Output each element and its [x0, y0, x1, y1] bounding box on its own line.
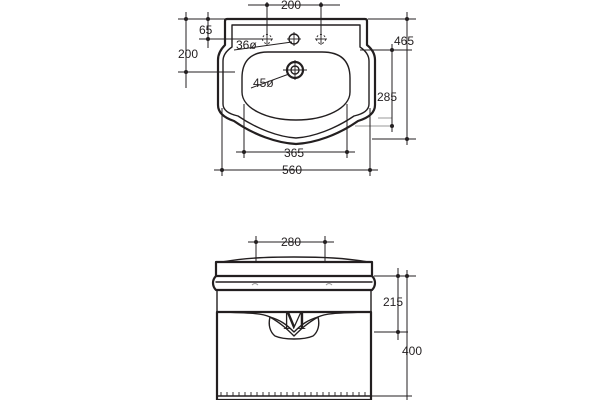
front-logo-cartouche: [268, 316, 320, 340]
dim-tap-hole-label: 36ø: [236, 38, 257, 52]
dim-tap-hole: 36ø: [233, 38, 293, 52]
front-top-rim-curve: [221, 256, 369, 263]
dim-overall-depth-label: 465: [394, 34, 414, 48]
dim-bowl-depth: 285: [360, 44, 412, 132]
basin-bowl: [241, 51, 351, 121]
dim-edge-to-tap: 65: [199, 12, 262, 48]
dim-overall-width: 560: [214, 108, 378, 177]
front-top-rim: [214, 260, 374, 278]
front-pedestal: [215, 310, 373, 400]
dim-waste-hole-label: 45ø: [253, 76, 274, 90]
dim-overall-depth: 465: [368, 12, 416, 145]
front-basin-body: [216, 289, 372, 337]
dim-bowl-width: 365: [236, 104, 355, 160]
dim-tap-spacing: 200: [248, 0, 340, 34]
basin-outer-rim: [216, 17, 377, 146]
dim-bowl-depth-label: 285: [377, 90, 397, 104]
tap-hole-center: [287, 32, 301, 46]
dim-rim-edge: [178, 12, 226, 88]
dim-fixing-spacing-label: 280: [281, 235, 301, 249]
front-basin-lip: [211, 275, 377, 292]
dim-overall-width-label: 560: [282, 163, 302, 177]
basin-front-view: M: [211, 256, 377, 400]
dim-tap-spacing-label: 200: [281, 0, 301, 12]
dim-basin-height-label: 215: [383, 295, 403, 309]
basin-plan-view: [216, 17, 392, 146]
waste-hole: [283, 60, 307, 80]
front-fixing-marks: [251, 283, 333, 286]
dim-edge-to-waste: 200: [178, 47, 235, 74]
tap-hole-left: [261, 33, 273, 45]
dim-basin-height: 215: [374, 268, 416, 340]
dim-pedestal-height: 400: [372, 270, 422, 400]
dim-waste-hole: 45ø: [250, 73, 290, 90]
dim-pedestal-height-label: 400: [402, 344, 422, 358]
front-logo-letter: M: [283, 306, 306, 335]
basin-inner-rim: [222, 24, 370, 139]
dim-edge-to-waste-label: 200: [178, 47, 198, 61]
tap-hole-right: [315, 33, 327, 45]
dim-edge-to-tap-label: 65: [199, 23, 213, 37]
dim-fixing-spacing: 280: [248, 235, 334, 261]
front-pedestal-fringe: [220, 392, 366, 396]
dim-bowl-width-label: 365: [284, 146, 304, 160]
